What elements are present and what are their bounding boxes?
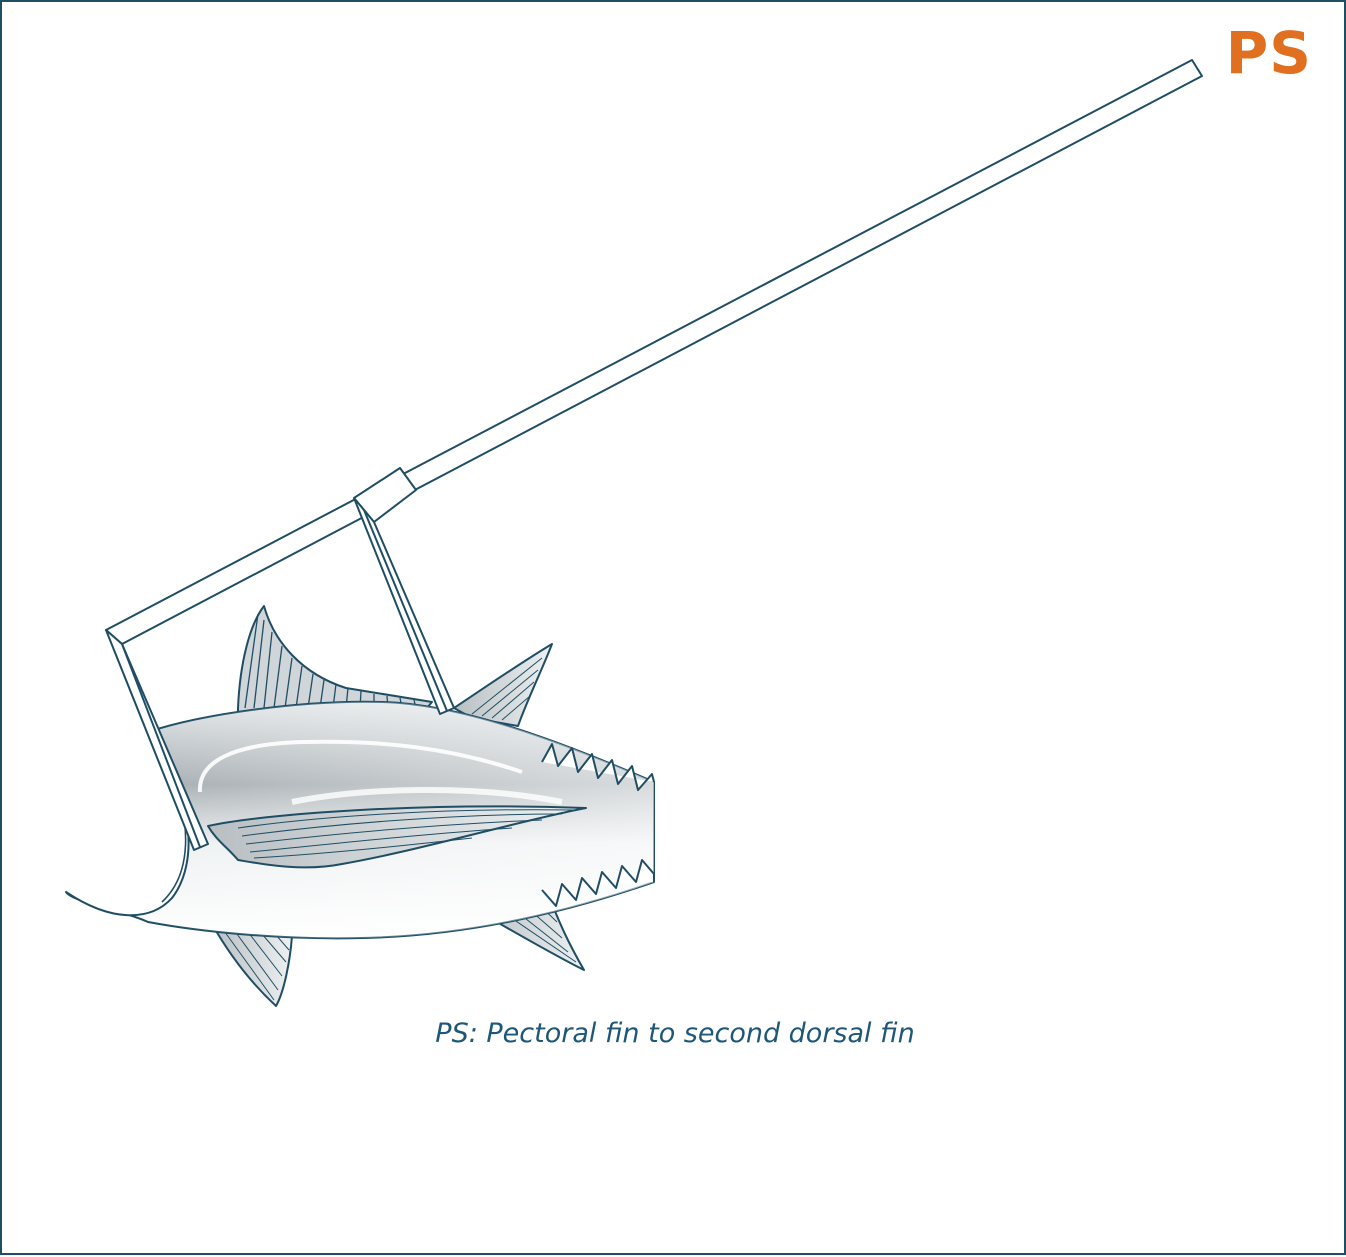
fish-illustration <box>66 606 654 1006</box>
figure-caption: PS: Pectoral fin to second dorsal fin <box>2 1018 1346 1049</box>
second-dorsal-fin <box>454 644 552 726</box>
caliper-beam <box>106 60 1202 644</box>
